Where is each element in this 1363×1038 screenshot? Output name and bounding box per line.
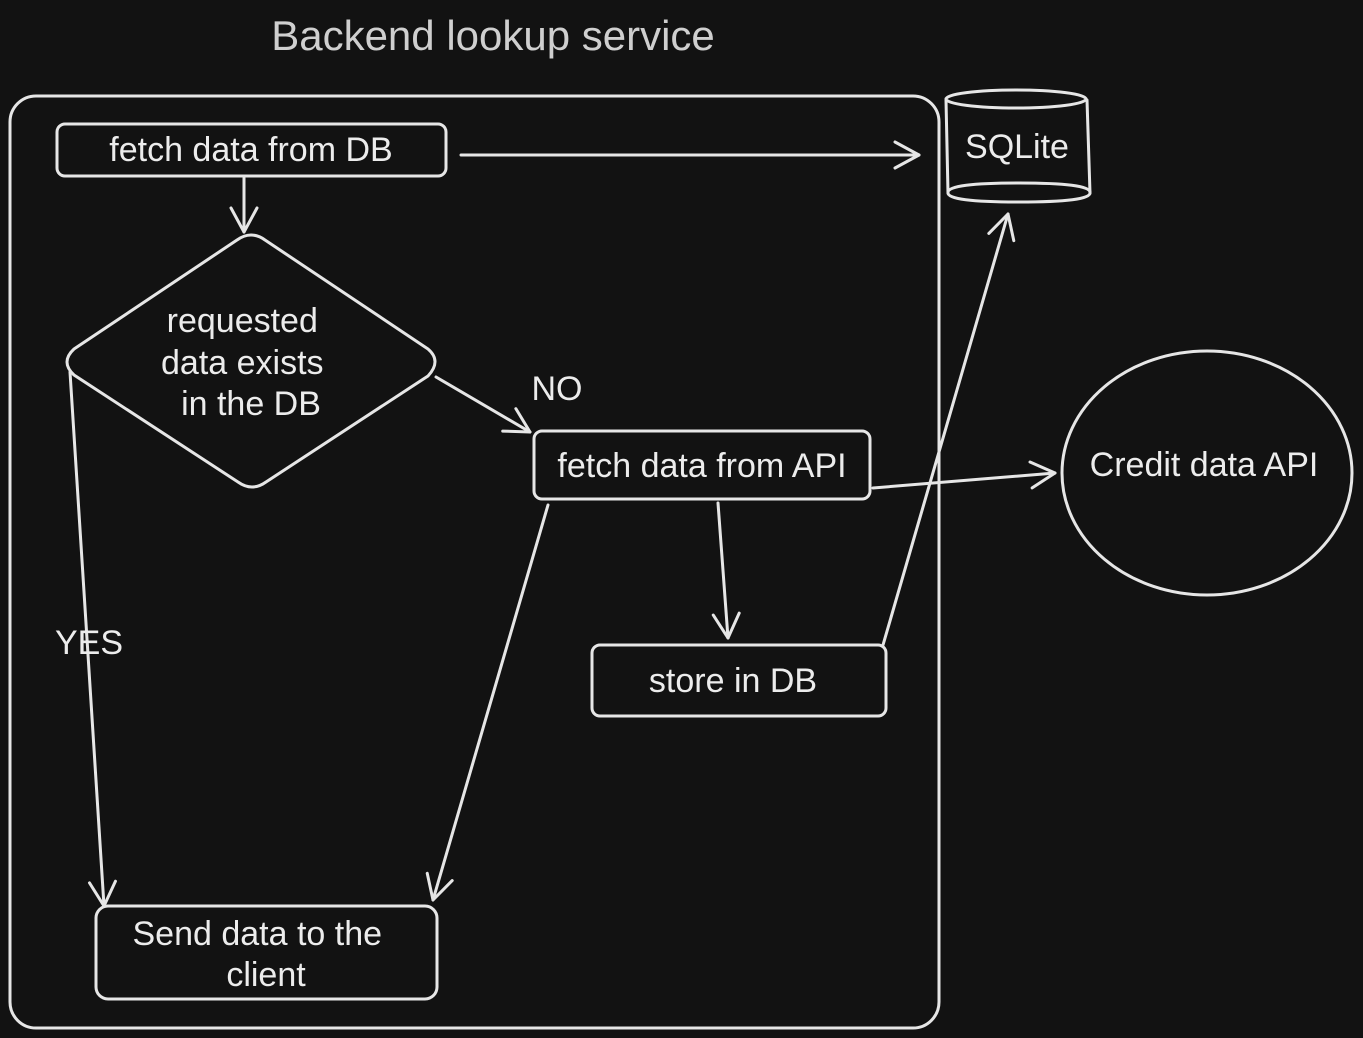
edge-label-yes: YES bbox=[55, 624, 123, 662]
svg-text:Send data to the client: Send data to the client bbox=[133, 915, 392, 994]
service-boundary bbox=[8, 94, 941, 1030]
decision-line-2: data exists bbox=[161, 344, 324, 382]
decision-line-3: in the DB bbox=[181, 385, 321, 423]
send-client-line-2: client bbox=[226, 956, 306, 994]
edge-fetch-api-to-send-client bbox=[425, 503, 550, 902]
diagram-title: Backend lookup service bbox=[271, 12, 715, 59]
edge-fetch-api-to-store-db bbox=[711, 501, 741, 640]
send-client-line-1: Send data to the bbox=[133, 915, 383, 953]
fetch-api-node: fetch data from API bbox=[532, 429, 872, 501]
edge-decision-to-fetch-api bbox=[434, 375, 532, 434]
send-client-node: Send data to the client bbox=[94, 904, 439, 1001]
fetch-db-node: fetch data from DB bbox=[55, 122, 448, 178]
sqlite-database-icon: SQLite bbox=[944, 88, 1092, 204]
credit-api-node: Credit data API bbox=[1060, 349, 1354, 597]
svg-text:requested data exists: requested data exists in the DB bbox=[161, 302, 333, 423]
decision-node: requested data exists in the DB bbox=[65, 233, 437, 489]
fetch-api-label: fetch data from API bbox=[557, 447, 846, 485]
store-db-label: store in DB bbox=[649, 662, 817, 700]
credit-api-label: Credit data API bbox=[1090, 446, 1319, 484]
decision-line-1: requested bbox=[167, 302, 318, 340]
edge-fetch-api-to-credit-api bbox=[871, 460, 1057, 490]
edge-decision-to-send-client bbox=[68, 370, 117, 908]
store-db-node: store in DB bbox=[590, 643, 888, 718]
fetch-db-label: fetch data from DB bbox=[109, 131, 392, 169]
edge-store-db-to-sqlite bbox=[881, 212, 1016, 647]
edge-label-no: NO bbox=[532, 370, 583, 408]
sqlite-label: SQLite bbox=[965, 128, 1069, 166]
